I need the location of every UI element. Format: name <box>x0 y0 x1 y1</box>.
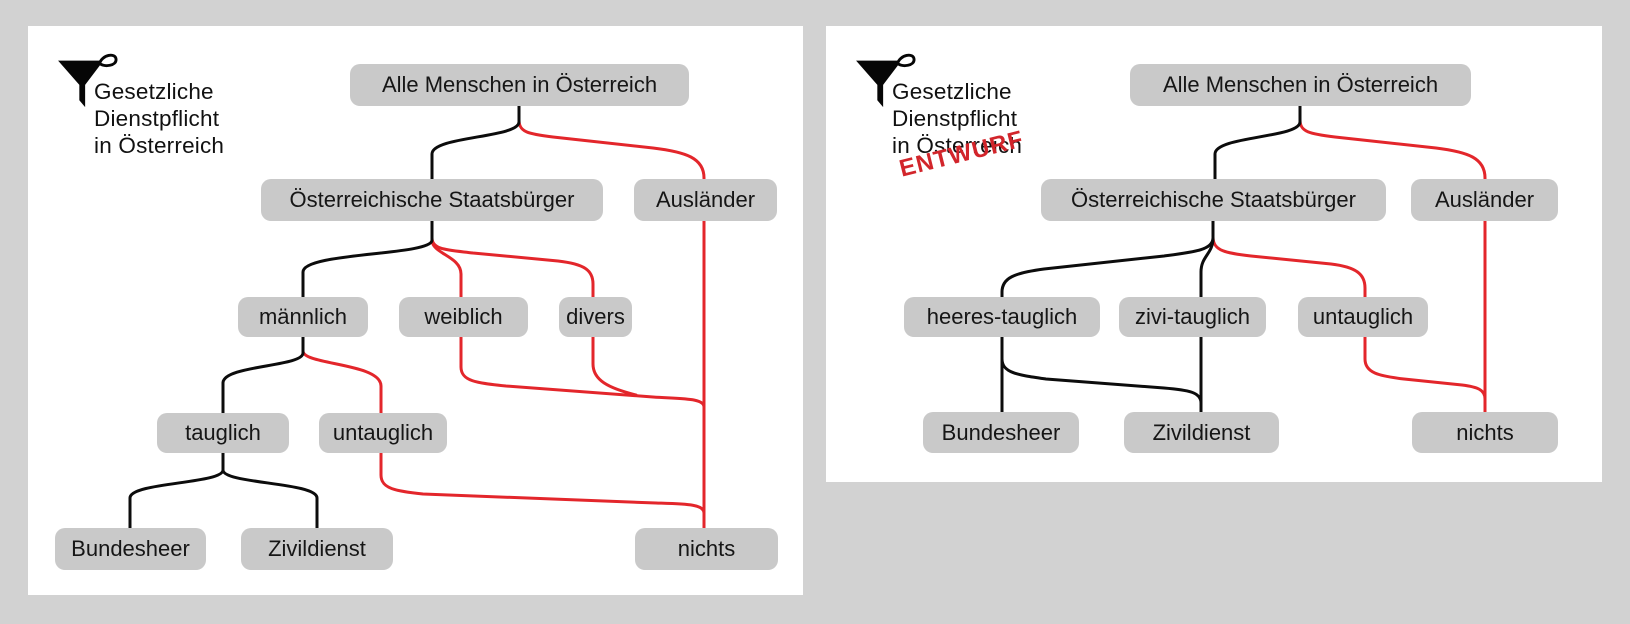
edge-untauglich-nichts <box>379 411 706 515</box>
brand-title-line: Dienstpflicht <box>94 106 220 131</box>
node-heeres: heeres-tauglich <box>904 297 1100 337</box>
edge-alle-auslaender <box>517 104 706 223</box>
edge-staatsbuerger-zivi <box>1199 219 1215 299</box>
brand-title: Gesetzliche Dienstpflicht in Österreich <box>892 78 1022 159</box>
node-alle: Alle Menschen in Österreich <box>1130 64 1471 106</box>
edge-alle-auslaender <box>1298 104 1487 223</box>
funnel-icon <box>58 53 118 108</box>
node-weiblich: weiblich <box>399 297 528 337</box>
brand-title: Gesetzliche Dienstpflicht in Österreich <box>94 78 224 159</box>
node-untauglich: untauglich <box>1298 297 1428 337</box>
edge-alle-staatsbuerger <box>430 104 521 181</box>
node-auslaender: Ausländer <box>634 179 777 221</box>
edge-weiblich-nichts <box>459 295 706 409</box>
node-zivildienst: Zivildienst <box>241 528 393 570</box>
node-staatsbuerger: Österreichische Staatsbürger <box>1041 179 1386 221</box>
brand-title-line: Gesetzliche <box>892 79 1012 104</box>
node-staatsbuerger: Österreichische Staatsbürger <box>261 179 603 221</box>
edge-divers-nichts <box>591 295 638 397</box>
brand-title-line: in Österreich <box>892 133 1023 158</box>
node-alle: Alle Menschen in Österreich <box>350 64 689 106</box>
edge-staatsbuerger-divers <box>430 219 595 299</box>
edges-layer <box>128 104 706 530</box>
edges-layer <box>1000 104 1487 414</box>
node-zivildienst: Zivildienst <box>1124 412 1279 453</box>
node-tauglich: tauglich <box>157 413 289 453</box>
node-nichts: nichts <box>635 528 778 570</box>
edge-staatsbuerger-heeres <box>1000 219 1215 299</box>
brand-title-line: Dienstpflicht <box>892 106 1018 131</box>
node-bundesheer: Bundesheer <box>55 528 206 570</box>
brand-title-line: in Österreich <box>94 133 225 158</box>
edge-maennlich-tauglich <box>221 335 305 415</box>
edge-alle-staatsbuerger <box>1213 104 1302 181</box>
edge-tauglich-zivildienst <box>221 451 319 530</box>
node-auslaender: Ausländer <box>1411 179 1558 221</box>
edge-tauglich-bundesheer <box>128 451 225 530</box>
edge-heeres-zivildienst <box>1000 335 1203 405</box>
node-nichts: nichts <box>1412 412 1558 453</box>
node-untauglich: untauglich <box>319 413 447 453</box>
funnel-icon <box>856 53 916 108</box>
edge-untauglich-nichts <box>1363 295 1487 401</box>
node-zivi: zivi-tauglich <box>1119 297 1266 337</box>
edge-staatsbuerger-untauglich <box>1211 219 1367 299</box>
node-divers: divers <box>559 297 632 337</box>
node-maennlich: männlich <box>238 297 368 337</box>
brand-title-line: Gesetzliche <box>94 79 214 104</box>
edge-staatsbuerger-maennlich <box>301 219 434 299</box>
node-bundesheer: Bundesheer <box>923 412 1079 453</box>
